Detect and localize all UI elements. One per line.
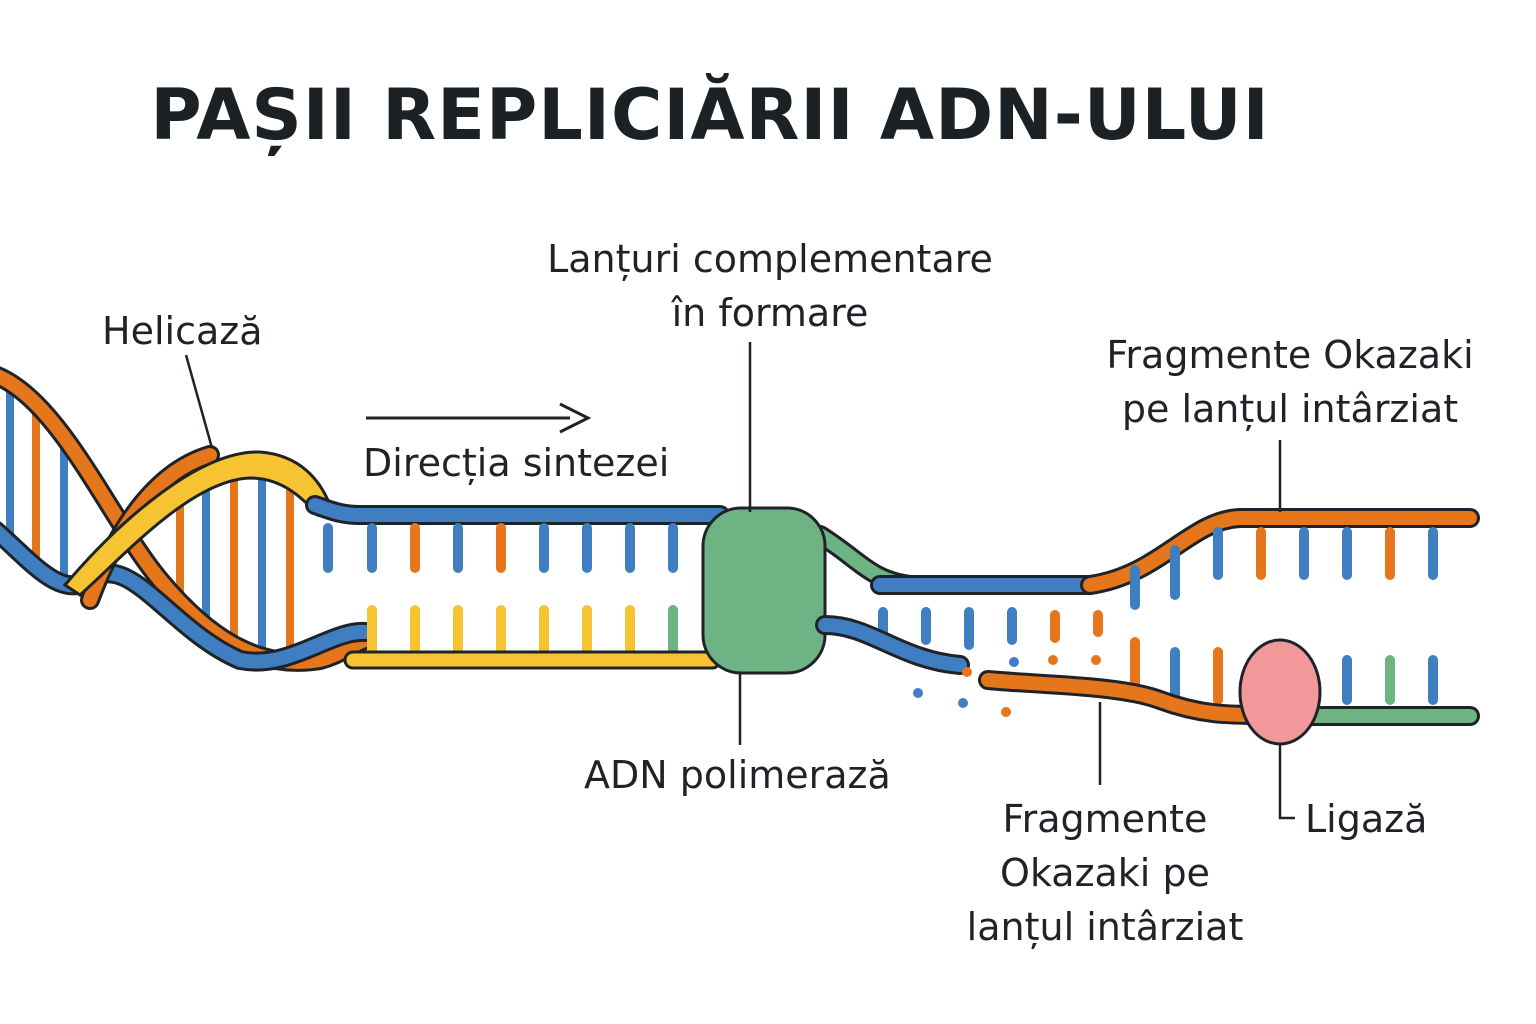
ligase-leader [1278, 745, 1295, 820]
direction-label: Direcția sintezei [363, 441, 670, 485]
leading-strand-top [305, 495, 730, 573]
new-strand-yellow [343, 605, 722, 670]
leader-lines [184, 342, 1295, 820]
okazaki-bottom-label-line1: Fragmente [1002, 797, 1208, 841]
polymerase-label: ADN polimerază [584, 753, 891, 797]
okazaki-fragment-bottom [978, 637, 1480, 726]
dna-helix [0, 366, 375, 672]
okazaki-bottom-label-line3: lanțul intârziat [966, 905, 1244, 949]
complementary-label-line2: în formare [671, 291, 869, 335]
ligase-enzyme [1238, 638, 1322, 746]
okazaki-bottom-label-line2: Okazaki pe [1000, 851, 1210, 895]
page-title: PAȘII REPLICIĂRII ADN-ULUI [150, 74, 1270, 156]
complementary-label-line1: Lanțuri complementare [547, 237, 993, 281]
synthesis-direction-arrow [366, 402, 592, 434]
helicase-label: Helicază [102, 309, 263, 353]
okazaki-top-label-line1: Fragmente Okazaki [1106, 333, 1474, 377]
okazaki-top-label-line2: pe lanțul intârziat [1121, 387, 1459, 431]
free-nucleotides [913, 655, 1101, 717]
lagging-strand-top [870, 508, 1480, 650]
parental-strand-bottom [815, 615, 970, 675]
ligase-label: Ligază [1305, 797, 1428, 841]
helicase-leader [184, 354, 214, 449]
